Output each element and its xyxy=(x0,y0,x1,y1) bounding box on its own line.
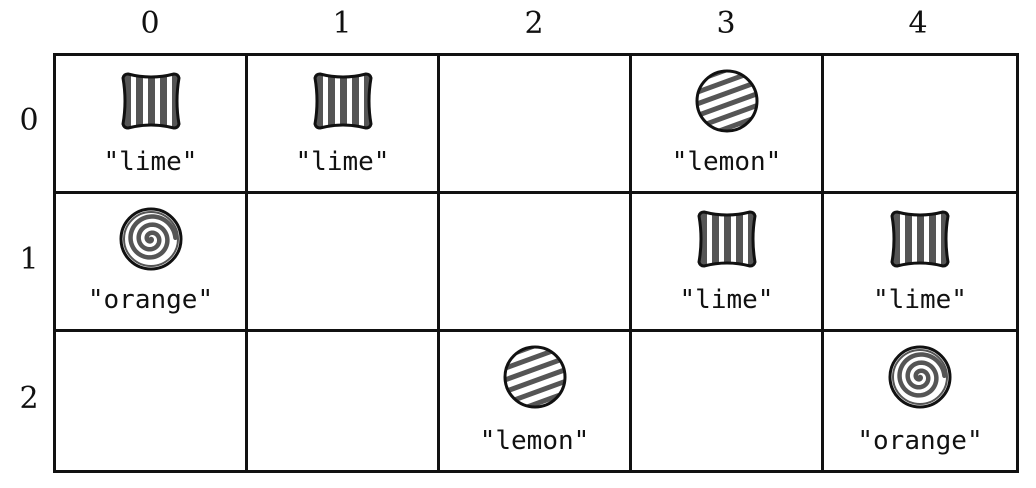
column-header-4: 4 xyxy=(908,6,928,41)
column-header-3: 3 xyxy=(716,6,736,41)
grid-cell-r1-c2 xyxy=(440,194,632,332)
candy-grid: "lime" "lime" "lemon" "orange" "lime" "lime" "… xyxy=(53,53,1019,473)
grid-cell-r0-c2 xyxy=(440,56,632,194)
striped-candy-icon xyxy=(312,72,373,130)
candy-label: "lime" xyxy=(873,285,967,315)
row-header-1: 1 xyxy=(19,241,39,277)
striped-ball-candy-icon xyxy=(695,69,758,133)
grid-cell-r2-c1 xyxy=(248,332,440,470)
grid-cell-r0-c0: "lime" xyxy=(56,56,248,194)
candy-label: "lime" xyxy=(295,147,390,177)
row-header-0: 0 xyxy=(19,102,39,138)
grid-cell-r1-c3: "lime" xyxy=(632,194,824,332)
striped-candy-icon xyxy=(696,210,757,268)
column-header-0: 0 xyxy=(140,6,160,41)
column-header-2: 2 xyxy=(524,6,544,41)
row-header-2: 2 xyxy=(19,380,39,416)
striped-ball-candy-icon xyxy=(503,345,566,409)
grid-cell-r2-c0 xyxy=(56,332,248,470)
striped-candy-icon xyxy=(890,210,950,268)
grid-cell-r0-c1: "lime" xyxy=(248,56,440,194)
swirl-candy-icon xyxy=(888,345,952,409)
candy-label: "lemon" xyxy=(479,426,590,456)
grid-cell-r2-c3 xyxy=(632,332,824,470)
candy-label: "orange" xyxy=(857,426,983,456)
grid-cell-r0-c3: "lemon" xyxy=(632,56,824,194)
striped-candy-icon xyxy=(120,72,181,130)
grid-cell-r0-c4 xyxy=(824,56,1016,194)
candy-label: "orange" xyxy=(87,285,214,315)
grid-cell-r2-c4: "orange" xyxy=(824,332,1016,470)
candy-label: "lime" xyxy=(103,147,198,177)
candy-label: "lime" xyxy=(679,285,774,315)
column-header-1: 1 xyxy=(332,6,352,41)
swirl-candy-icon xyxy=(119,207,182,271)
grid-cell-r1-c1 xyxy=(248,194,440,332)
grid-cell-r1-c4: "lime" xyxy=(824,194,1016,332)
candy-label: "lemon" xyxy=(671,147,782,177)
grid-cell-r2-c2: "lemon" xyxy=(440,332,632,470)
grid-cell-r1-c0: "orange" xyxy=(56,194,248,332)
